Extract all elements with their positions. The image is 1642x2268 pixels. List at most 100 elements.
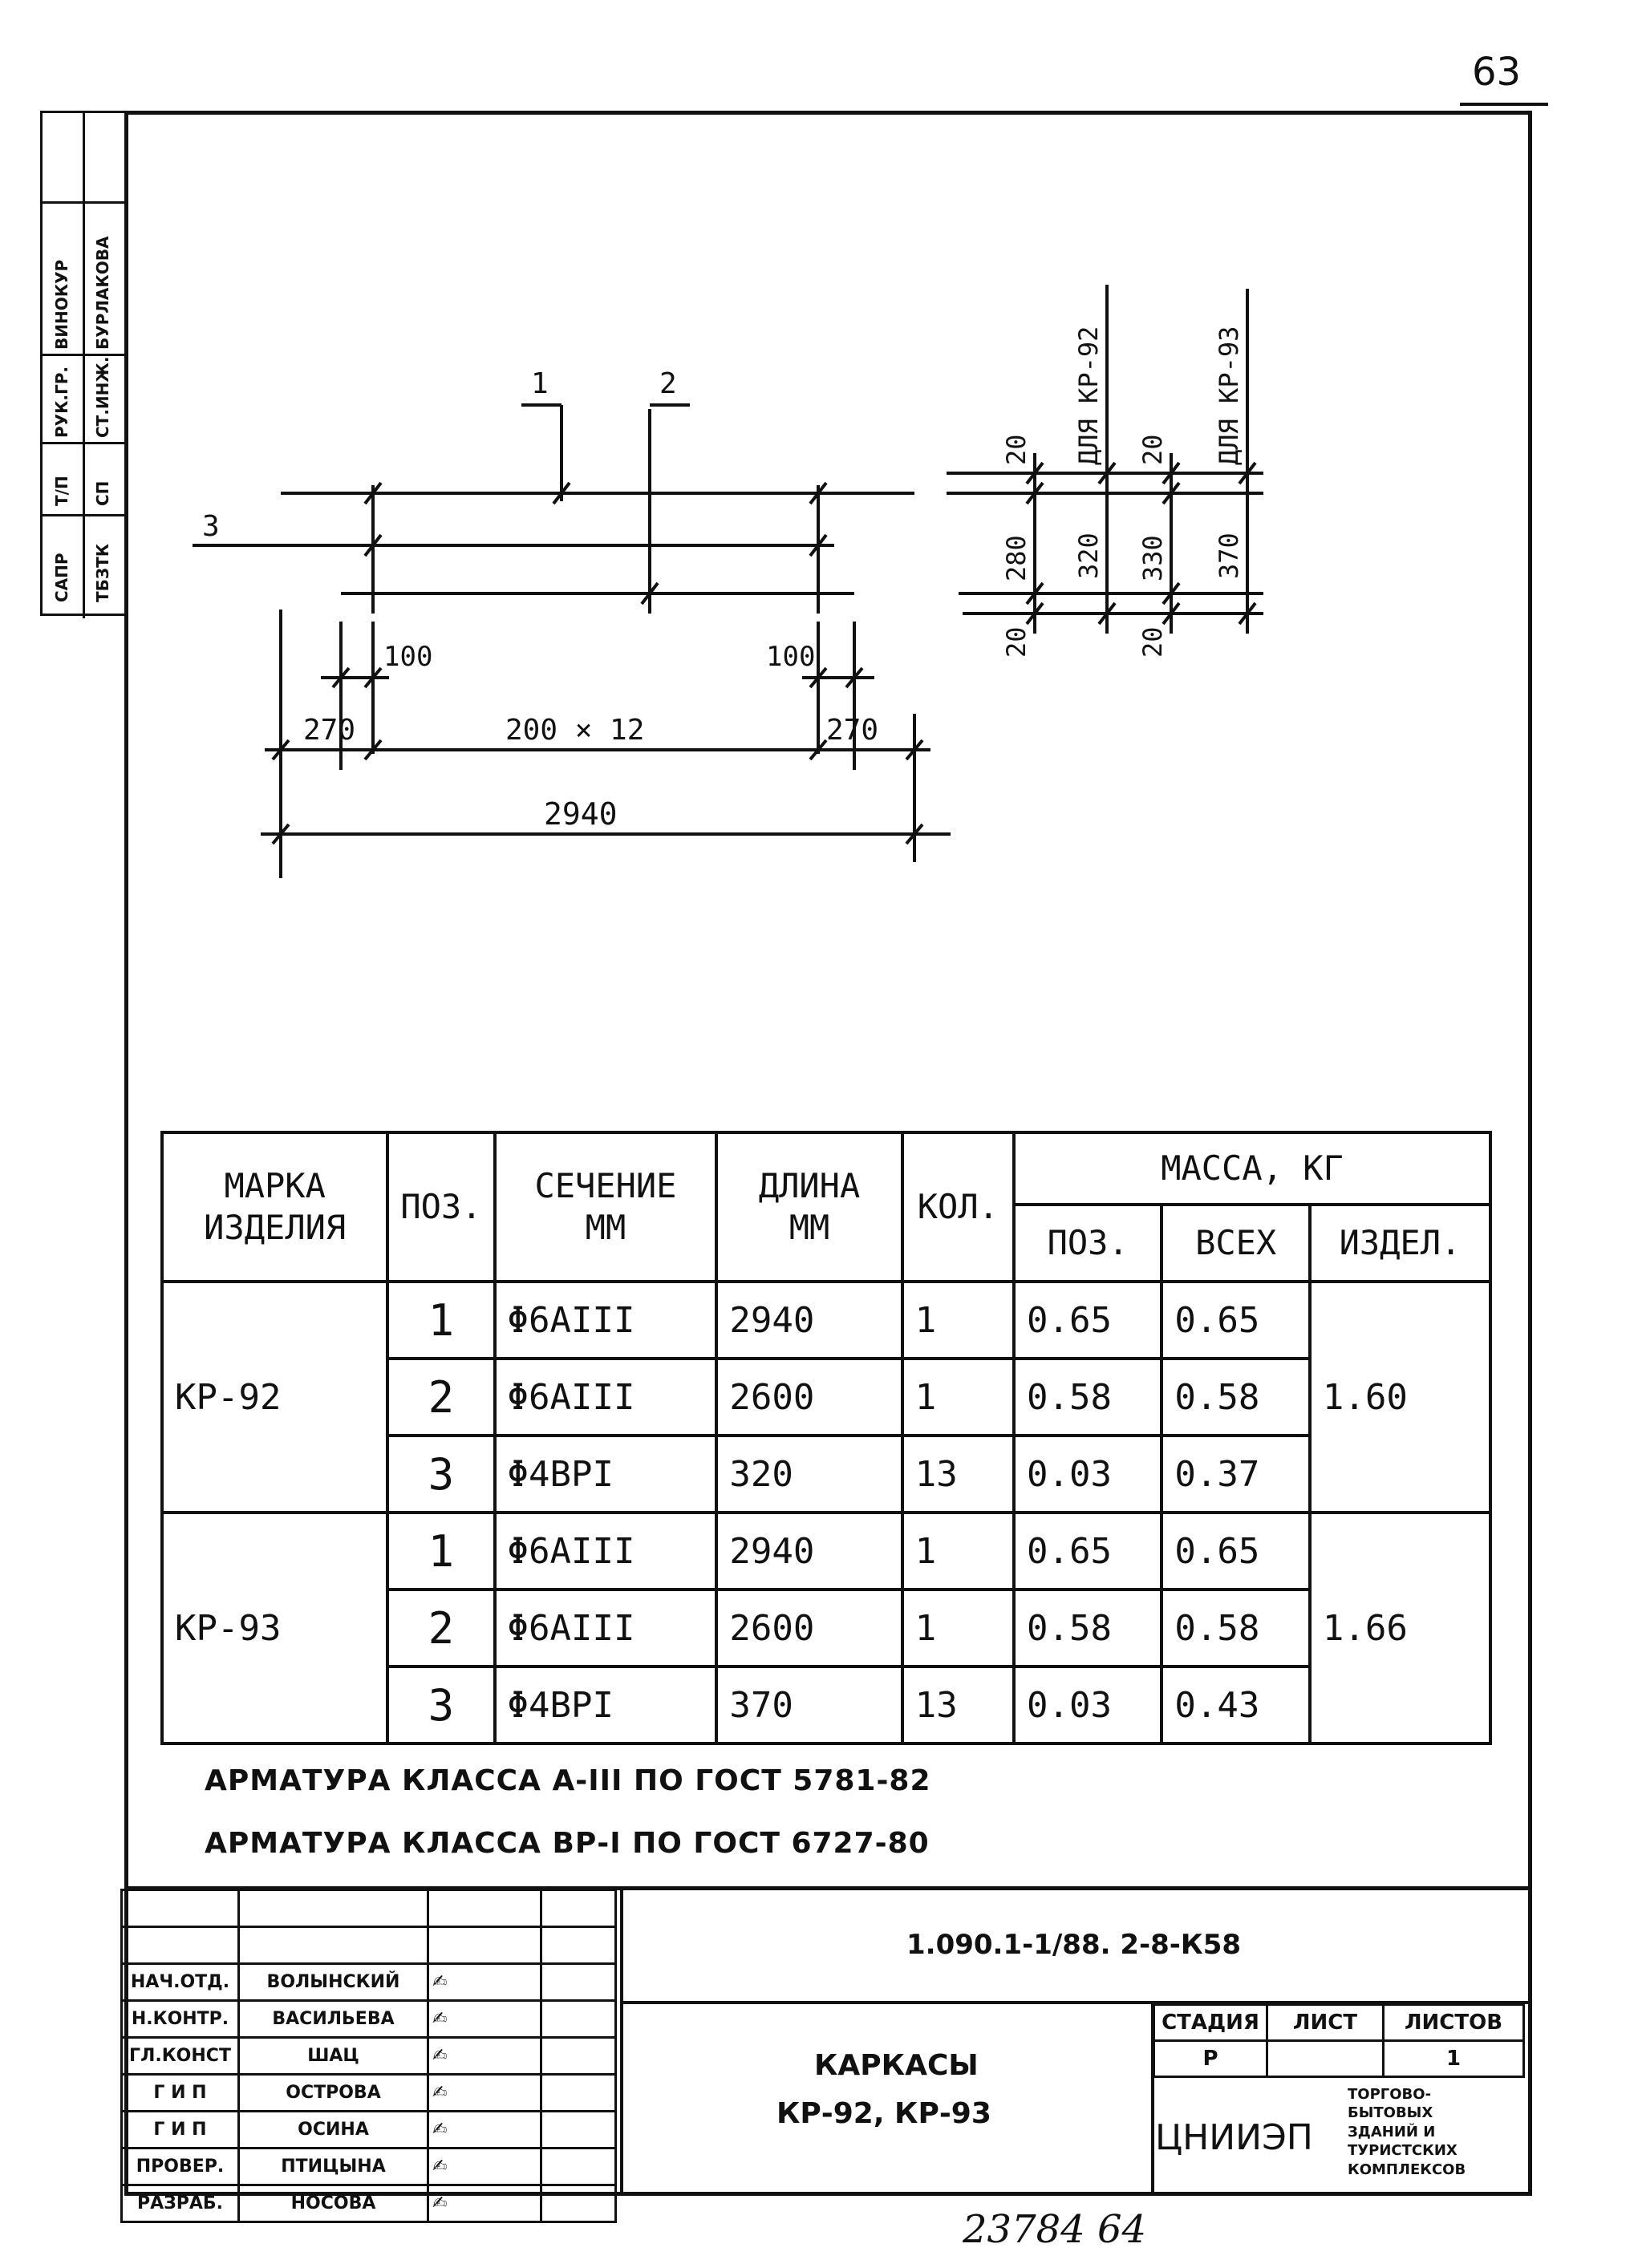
organization-name: ЦНИИЭП <box>1155 2117 1313 2158</box>
dim-label: 320 <box>1073 533 1104 579</box>
frame-bottom <box>124 2192 1532 2196</box>
sheets-label: ЛИСТОВ <box>1382 2003 1525 2042</box>
cell-section: Φ6AIII <box>493 1511 719 1591</box>
dim-label: 370 <box>1214 533 1244 579</box>
cell-mark: КР-92 <box>160 1280 390 1514</box>
stage-value: Р <box>1153 2039 1268 2078</box>
cell-pos: 3 <box>386 1665 497 1745</box>
table-row: 2 Φ6AIII 2600 1 0.58 0.58 <box>162 1357 1490 1437</box>
signature-mark: ✍ <box>427 2184 542 2223</box>
signature-row: Н.КОНТР.ВАСИЛЬЕВА✍ <box>120 1999 617 2039</box>
cell-mass-item: 1.66 <box>1308 1511 1493 1745</box>
cell-qty: 1 <box>900 1511 1016 1591</box>
cell-length: 2940 <box>715 1280 904 1360</box>
signature-row: НАЧ.ОТД.ВОЛЫНСКИЙ✍ <box>120 1962 617 2002</box>
cell-mass-all: 0.58 <box>1160 1588 1312 1668</box>
cell-mass-pos: 0.03 <box>1012 1665 1164 1745</box>
section-label: ДЛЯ КР-92 <box>1073 326 1104 465</box>
cell-pos: 3 <box>386 1434 497 1514</box>
cell-mass-all: 0.65 <box>1160 1511 1312 1591</box>
cell-mass-pos: 0.65 <box>1012 1511 1164 1591</box>
cell-pos: 1 <box>386 1280 497 1360</box>
note-line: АРМАТУРА КЛАССА ВР-I ПО ГОСТ 6727-80 <box>205 1827 930 1860</box>
table-row: 3 Φ4BPI 320 13 0.03 0.37 <box>162 1434 1490 1514</box>
cell-length: 2940 <box>715 1511 904 1591</box>
cell-pos: 2 <box>386 1588 497 1668</box>
dim-label: 280 <box>1001 535 1032 581</box>
leader-label-2: 2 <box>659 367 677 400</box>
cell-mass-item: 1.60 <box>1308 1280 1493 1514</box>
signature-row: РАЗРАБ.НОСОВА✍ <box>120 2184 617 2223</box>
cell-section: Φ6AIII <box>493 1588 719 1668</box>
dim-label: 200 × 12 <box>505 714 644 747</box>
cell-qty: 1 <box>900 1357 1016 1437</box>
reinforcement-drawing: 1 2 3 100 100 270 200 × 12 270 2940 20 2… <box>193 285 1263 878</box>
document-code: 1.090.1-1/88. 2-8-К58 <box>906 1929 1242 1961</box>
header-mass-all: ВСЕХ <box>1160 1203 1312 1283</box>
dim-label: 20 <box>1001 626 1032 658</box>
dim-label: 2940 <box>544 796 618 832</box>
header-mass-pos: ПОЗ. <box>1012 1203 1164 1283</box>
signature-mark: ✍ <box>427 2147 542 2186</box>
page-number: 63 <box>1472 50 1522 95</box>
organization-description: ТОРГОВО-БЫТОВЫХ ЗДАНИЙ И ТУРИСТСКИХ КОМП… <box>1348 2086 1466 2178</box>
cell-mark: КР-93 <box>160 1511 390 1745</box>
signature-mark: ✍ <box>427 1962 542 2002</box>
cell-qty: 1 <box>900 1588 1016 1668</box>
cell-mass-pos: 0.58 <box>1012 1357 1164 1437</box>
dim-label: 330 <box>1137 535 1168 581</box>
tb-divider-h <box>620 2001 1532 2004</box>
section-label: ДЛЯ КР-93 <box>1214 326 1244 465</box>
page-number-underline <box>1460 103 1548 106</box>
leader-label-1: 1 <box>531 367 549 400</box>
stage-table: СТАДИЯ ЛИСТ ЛИСТОВ Р 1 <box>1153 2003 1525 2078</box>
cell-mass-all: 0.37 <box>1160 1434 1312 1514</box>
note-line: АРМАТУРА КЛАССА А-III ПО ГОСТ 5781-82 <box>205 1764 931 1797</box>
stage-label: СТАДИЯ <box>1153 2003 1268 2042</box>
cell-section: Φ4BPI <box>493 1434 719 1514</box>
cell-section: Φ6AIII <box>493 1357 719 1437</box>
sheet-label: ЛИСТ <box>1266 2003 1385 2042</box>
cell-qty: 13 <box>900 1434 1016 1514</box>
dim-label: 270 <box>826 714 878 747</box>
signature-mark: ✍ <box>427 2073 542 2112</box>
cell-mass-pos: 0.03 <box>1012 1434 1164 1514</box>
tb-top <box>124 1886 1532 1890</box>
drawing-subtitle: КР-92, КР-93 <box>776 2097 991 2130</box>
dim-label: 100 <box>383 641 432 673</box>
tb-divider-v <box>620 1886 623 2195</box>
dim-label: 20 <box>1137 434 1168 465</box>
signature-mark: ✍ <box>427 2036 542 2076</box>
cell-section: Φ6AIII <box>493 1280 719 1360</box>
dim-label: 270 <box>303 714 355 747</box>
frame-left <box>124 111 128 2196</box>
cell-length: 320 <box>715 1434 904 1514</box>
drawing-title: КАРКАСЫ <box>814 2049 979 2082</box>
table-row: КР-93 1 Φ6AIII 2940 1 0.65 0.65 1.66 <box>160 1511 1493 1745</box>
header-mass-item: ИЗДЕЛ. <box>1308 1203 1493 1283</box>
cell-pos: 1 <box>386 1511 497 1591</box>
cell-mass-all: 0.65 <box>1160 1280 1312 1360</box>
frame-right <box>1528 111 1532 2196</box>
dim-label: 20 <box>1001 434 1032 465</box>
table-row: КР-92 1 Φ6AIII 2940 1 0.65 0.65 1.60 <box>160 1280 1493 1514</box>
cell-length: 2600 <box>715 1357 904 1437</box>
signature-mark: ✍ <box>427 2110 542 2149</box>
cell-mass-pos: 0.65 <box>1012 1280 1164 1360</box>
cell-pos: 2 <box>386 1357 497 1437</box>
signature-row: ПРОВЕР.ПТИЦЫНА✍ <box>120 2147 617 2186</box>
signature-mark: ✍ <box>427 1999 542 2039</box>
cell-qty: 13 <box>900 1665 1016 1745</box>
table-row: 2 Φ6AIII 2600 1 0.58 0.58 <box>162 1588 1490 1668</box>
cell-section: Φ4BPI <box>493 1665 719 1745</box>
tb-divider-v2 <box>1151 2001 1154 2193</box>
sheet-value <box>1266 2039 1385 2078</box>
archive-number: 23784 64 <box>963 2207 1147 2252</box>
header-qty: КОЛ. <box>900 1131 1016 1283</box>
cell-mass-all: 0.43 <box>1160 1665 1312 1745</box>
cell-length: 370 <box>715 1665 904 1745</box>
